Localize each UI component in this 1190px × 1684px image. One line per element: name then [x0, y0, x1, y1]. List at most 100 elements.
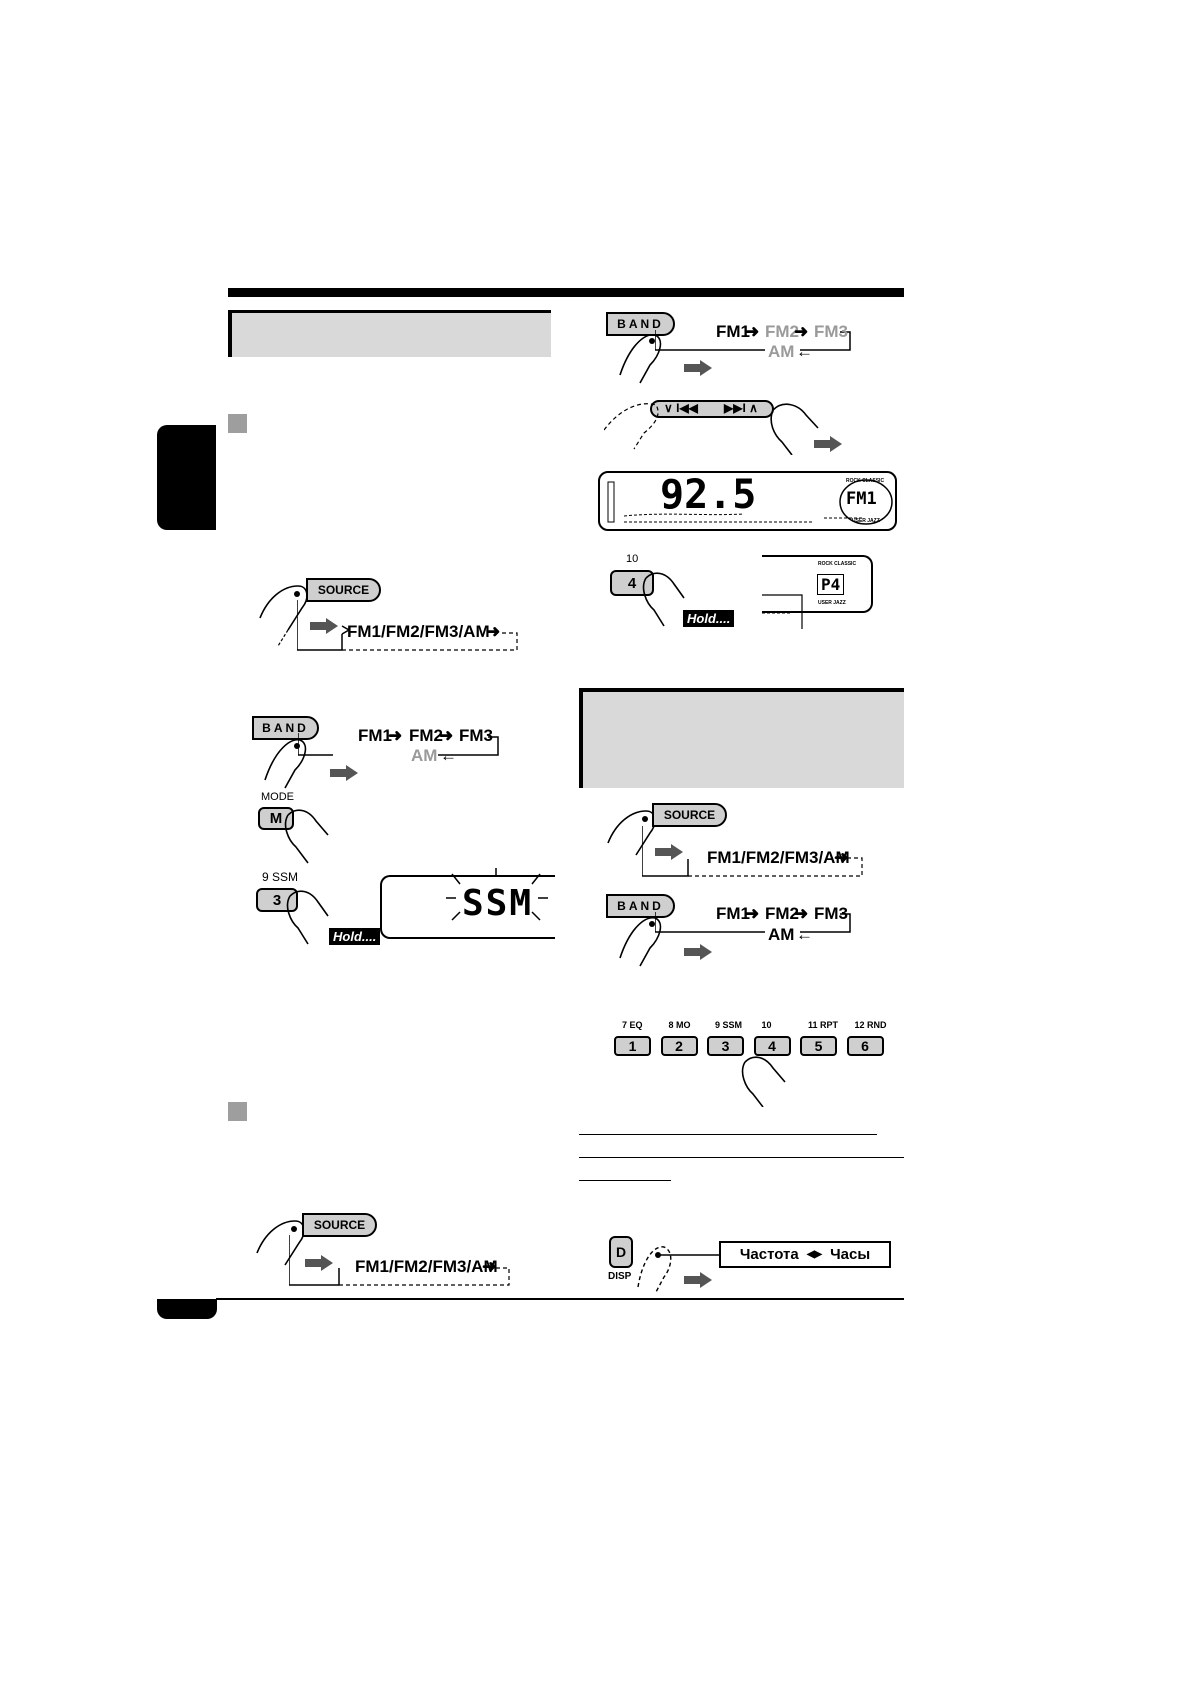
lcd-eq-top: ROCK CLASSIC [846, 478, 885, 484]
preset-row-button-1[interactable]: 1 [614, 1036, 651, 1056]
finger-preset-row [741, 1056, 786, 1107]
ssm-label: 9 SSM [262, 870, 299, 884]
language-tab [157, 425, 216, 530]
seq-arrow-1: ➜ [486, 622, 501, 641]
lcd-band-text: FM1 [846, 489, 877, 509]
finger-seek-left [604, 403, 659, 450]
finger-preset-4 [642, 572, 685, 627]
press-arrow-3 [305, 1255, 333, 1271]
fm2-label-3: FM2 [765, 904, 799, 923]
lcd-frequency-text: 92.5 [660, 472, 757, 518]
ssm-flash-rays [446, 868, 548, 921]
frequency-word: Частота [739, 1246, 799, 1263]
bullet-square-1 [228, 414, 247, 433]
lcd-preset-callout [762, 594, 803, 629]
lcd-preset-eq-bottom: USER JAZZ [818, 600, 846, 606]
finger-mode [284, 809, 329, 864]
finger-source-2 [256, 1220, 305, 1266]
arrow-fm2-fm3-3: ➜ [794, 904, 809, 923]
lcd-eq-bottom: USER JAZZ [852, 518, 880, 524]
am-label-2: AM [768, 342, 795, 361]
fm3-label-1: FM3 [459, 726, 493, 745]
arrow-fm1-fm2-1: ➜ [388, 726, 403, 745]
top-rule [228, 288, 904, 297]
source-button-3[interactable]: SOURCE [652, 803, 727, 827]
press-arrow-5 [814, 436, 842, 452]
band-cycle-lines-2 [655, 330, 851, 351]
lcd-frequency-decor [607, 479, 893, 525]
band-button-2[interactable]: BAND [606, 312, 675, 336]
cycle-bracket-3 [642, 826, 863, 877]
preset-4-top-label: 10 [626, 553, 639, 565]
underline-rule-2 [579, 1157, 904, 1158]
fm1-label-1: FM1 [358, 726, 392, 745]
preset-row-label: 9 SSM [715, 1020, 743, 1030]
lcd-frequency-display [598, 471, 897, 531]
source-button-2[interactable]: SOURCE [302, 1213, 377, 1237]
underline-rule-1 [579, 1134, 877, 1135]
lcd-preset-text: P4 [817, 574, 845, 595]
hold-badge-2: Hold.... [683, 610, 735, 627]
band-cycle-lines-1 [298, 733, 499, 756]
mode-label: MODE [261, 791, 294, 803]
display-toggle-box: Частота ◀▶ Часы [719, 1241, 891, 1268]
press-arrow-1 [310, 618, 338, 634]
bullet-square-2 [228, 1102, 247, 1121]
fm3-label-3: FM3 [814, 904, 848, 923]
underline-rule-3 [579, 1180, 671, 1181]
section-header-right [579, 688, 904, 788]
toggle-arrows-icon: ◀▶ [806, 1249, 823, 1260]
preset-row-button-6[interactable]: 6 [846, 1036, 884, 1056]
preset-button-4[interactable]: 4 [610, 570, 654, 596]
preset-row-button-5[interactable]: 5 [800, 1036, 837, 1056]
finger-source-3 [607, 810, 656, 856]
arrow-am-2: ← [796, 342, 813, 361]
lcd-ssm-display [380, 875, 555, 939]
cycle-bracket-1 [297, 600, 518, 651]
band-button-3[interactable]: BAND [606, 894, 675, 918]
am-label-1: AM [411, 746, 438, 765]
preset-row-button-4[interactable]: 4 [753, 1036, 791, 1056]
press-arrow-6 [655, 844, 683, 860]
seek-down-button[interactable]: ∨ I◀◀ [664, 401, 698, 415]
press-arrow-8 [684, 1272, 712, 1288]
arrow-am-1: ← [440, 746, 457, 765]
preset-row-label: 12 RND [854, 1020, 887, 1030]
press-arrow-2 [330, 765, 358, 781]
arrow-fm1-fm2-3: ➜ [745, 904, 760, 923]
preset-button-3-ssm[interactable]: 3 [256, 888, 298, 912]
bottom-rule [216, 1298, 904, 1300]
preset-row-label: 11 RPT [808, 1020, 839, 1030]
seq-arrow-3: ➜ [834, 848, 849, 867]
hold-badge-1: Hold.... [329, 928, 381, 945]
preset-row-button-2[interactable]: 2 [660, 1036, 698, 1056]
band-sequence-1: FM1/FM2/FM3/AM [347, 622, 490, 641]
band-cycle-lines-3 [655, 912, 851, 933]
band-button-1[interactable]: BAND [252, 716, 319, 740]
press-arrow-7 [684, 944, 712, 960]
fm3-label-2: FM3 [814, 322, 848, 341]
finger-ssm [286, 890, 329, 945]
arrow-am-3: ← [796, 925, 813, 944]
seek-up-button[interactable]: ▶▶I ∧ [724, 401, 758, 415]
lcd-preset-eq-top: ROCK CLASSIC [818, 561, 857, 567]
source-button-1[interactable]: SOURCE [306, 578, 381, 602]
finger-source-1 [259, 585, 308, 647]
lcd-ssm-text: SSM [462, 883, 534, 924]
seq-arrow-2: ➜ [482, 1257, 497, 1276]
fm2-label-1: FM2 [409, 726, 443, 745]
am-label-3: AM [768, 925, 795, 944]
finger-seek-right [770, 403, 819, 455]
press-arrow-4 [684, 360, 712, 376]
lcd-preset-display [762, 555, 873, 613]
arrow-fm2-fm3-2: ➜ [794, 322, 809, 341]
preset-row-label: 8 MO [668, 1020, 691, 1030]
disp-button[interactable]: D [609, 1236, 633, 1268]
disp-connector [658, 1254, 720, 1256]
preset-row-label: 7 EQ [622, 1020, 643, 1030]
section-header-left [228, 310, 551, 357]
finger-disp [637, 1246, 672, 1292]
arrow-fm2-fm3-1: ➜ [439, 726, 454, 745]
preset-row-button-3[interactable]: 3 [707, 1036, 744, 1056]
band-sequence-3: FM1/FM2/FM3/AM [707, 848, 850, 867]
